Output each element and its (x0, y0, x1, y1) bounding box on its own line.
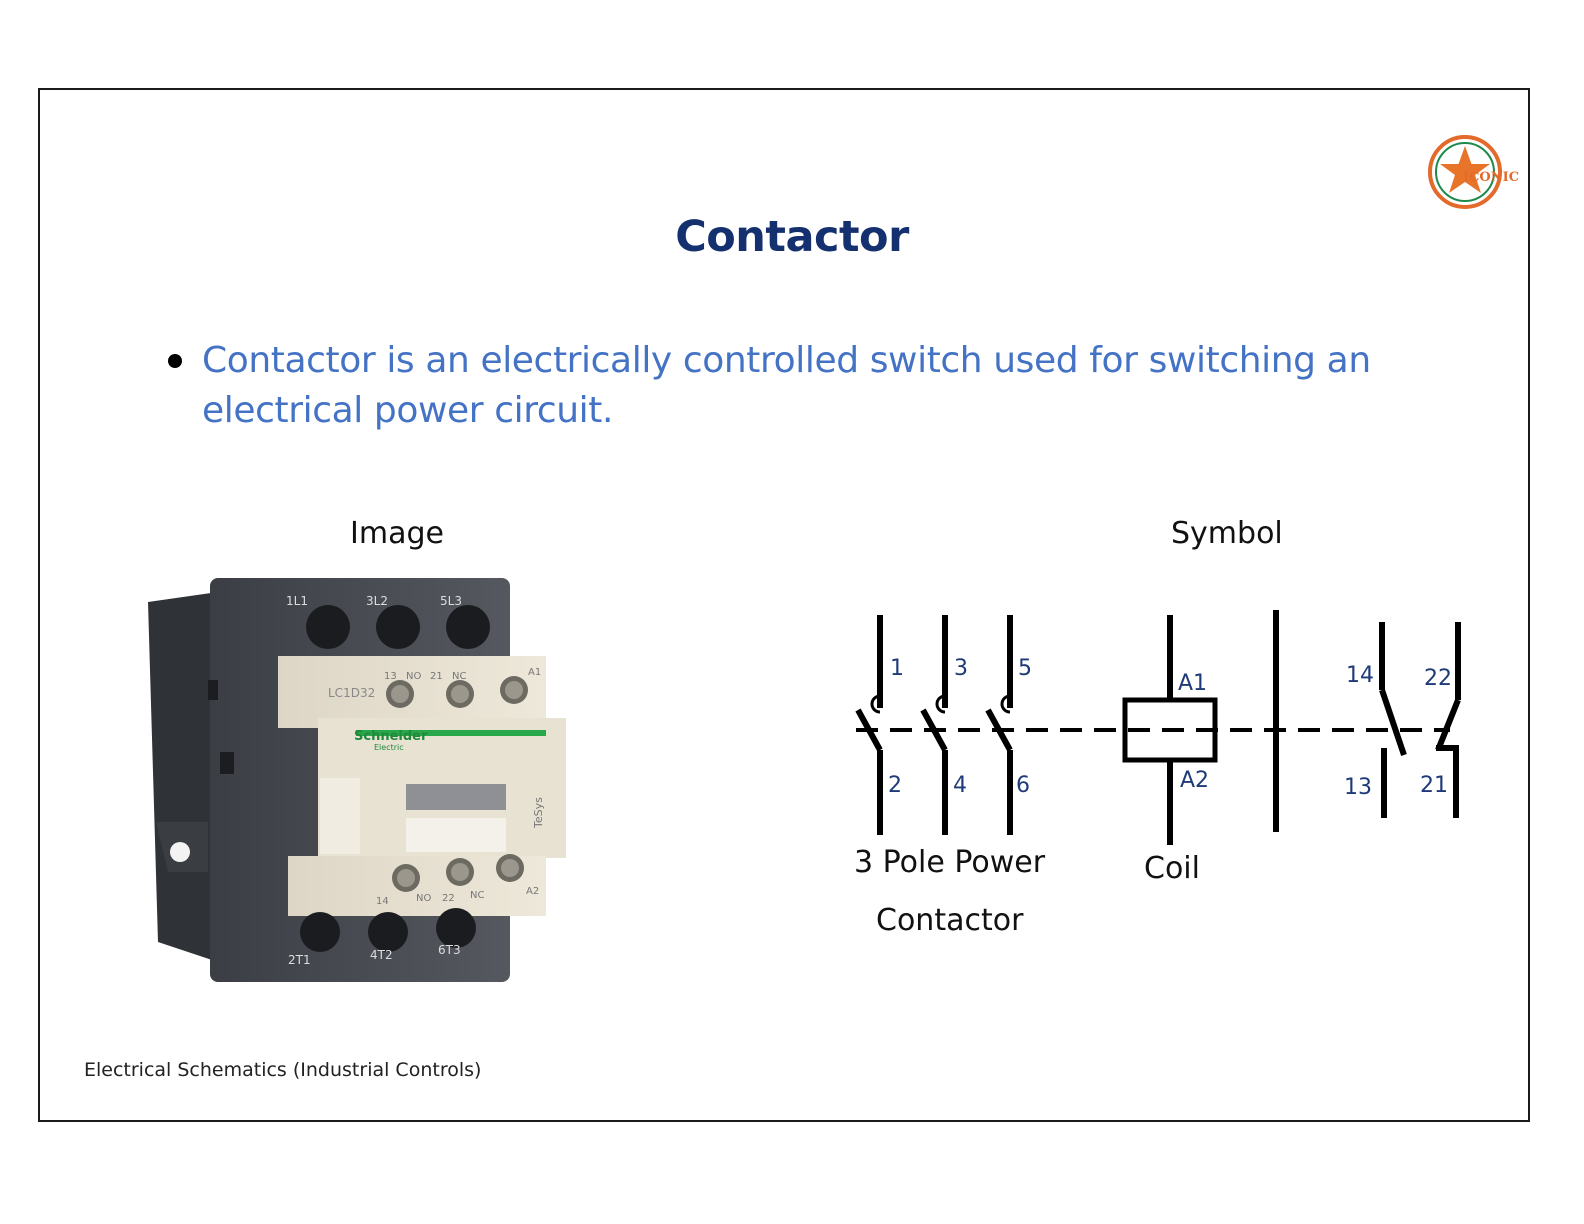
aux-bottom-nc: NC (470, 890, 484, 901)
contactor-photo: 1L1 3L2 5L3 13 NO 21 NC A1 LC1D32 Schnei… (148, 578, 566, 982)
page-title: Contactor (675, 212, 909, 262)
terminal-3l2: 3L2 (366, 594, 388, 608)
pole-label-3: 3 (954, 656, 968, 681)
iconic-logo: ICONIC (1428, 135, 1519, 209)
caption-coil: Coil (1144, 851, 1200, 886)
coil-label-a1: A1 (1178, 671, 1207, 696)
brand-label: Schneider (354, 729, 428, 744)
pole-label-1: 1 (890, 656, 904, 681)
aux-top-no: NO (406, 671, 421, 682)
aux-bottom-a2: A2 (526, 886, 539, 897)
aux-label-21: 21 (1420, 773, 1448, 798)
aux-label-14: 14 (1346, 663, 1374, 688)
aux-bottom-22: 22 (442, 893, 455, 904)
contactor-symbol-diagram: 1 3 5 2 4 6 A1 A2 14 22 13 21 3 Pole Pow… (854, 610, 1461, 938)
symbol-heading: Symbol (1171, 516, 1283, 551)
aux-top-a1: A1 (528, 667, 541, 678)
terminal-5l3: 5L3 (440, 594, 462, 608)
caption-power-line2: Contactor (876, 903, 1024, 938)
terminal-4t2: 4T2 (370, 948, 393, 962)
aux-top-21: 21 (430, 671, 443, 682)
terminal-2t1: 2T1 (288, 953, 311, 967)
caption-power-line1: 3 Pole Power (854, 845, 1046, 880)
star-icon (1440, 146, 1490, 193)
terminal-6t3: 6T3 (438, 943, 461, 957)
logo-text: ICONIC (1463, 170, 1519, 185)
aux-bottom-no: NO (416, 893, 431, 904)
pole-label-4: 4 (953, 773, 967, 798)
aux-label-22: 22 (1424, 666, 1452, 691)
image-heading: Image (350, 516, 444, 551)
brand-sub-label: Electric (374, 743, 404, 752)
aux-top-13: 13 (384, 671, 397, 682)
bullet-text: Contactor is an electrically controlled … (202, 340, 1371, 431)
aux-bottom-14: 14 (376, 896, 389, 907)
aux-top-nc: NC (452, 671, 466, 682)
footer-text: Electrical Schematics (Industrial Contro… (84, 1059, 482, 1081)
coil-label-a2: A2 (1180, 768, 1209, 793)
aux-label-13: 13 (1344, 775, 1372, 800)
series-label: TeSys (532, 797, 545, 829)
bullet-dot (168, 354, 182, 368)
terminal-1l1: 1L1 (286, 594, 308, 608)
pole-label-2: 2 (888, 773, 902, 798)
pole-label-5: 5 (1018, 656, 1032, 681)
model-label: LC1D32 (328, 686, 375, 700)
pole-label-6: 6 (1016, 773, 1030, 798)
